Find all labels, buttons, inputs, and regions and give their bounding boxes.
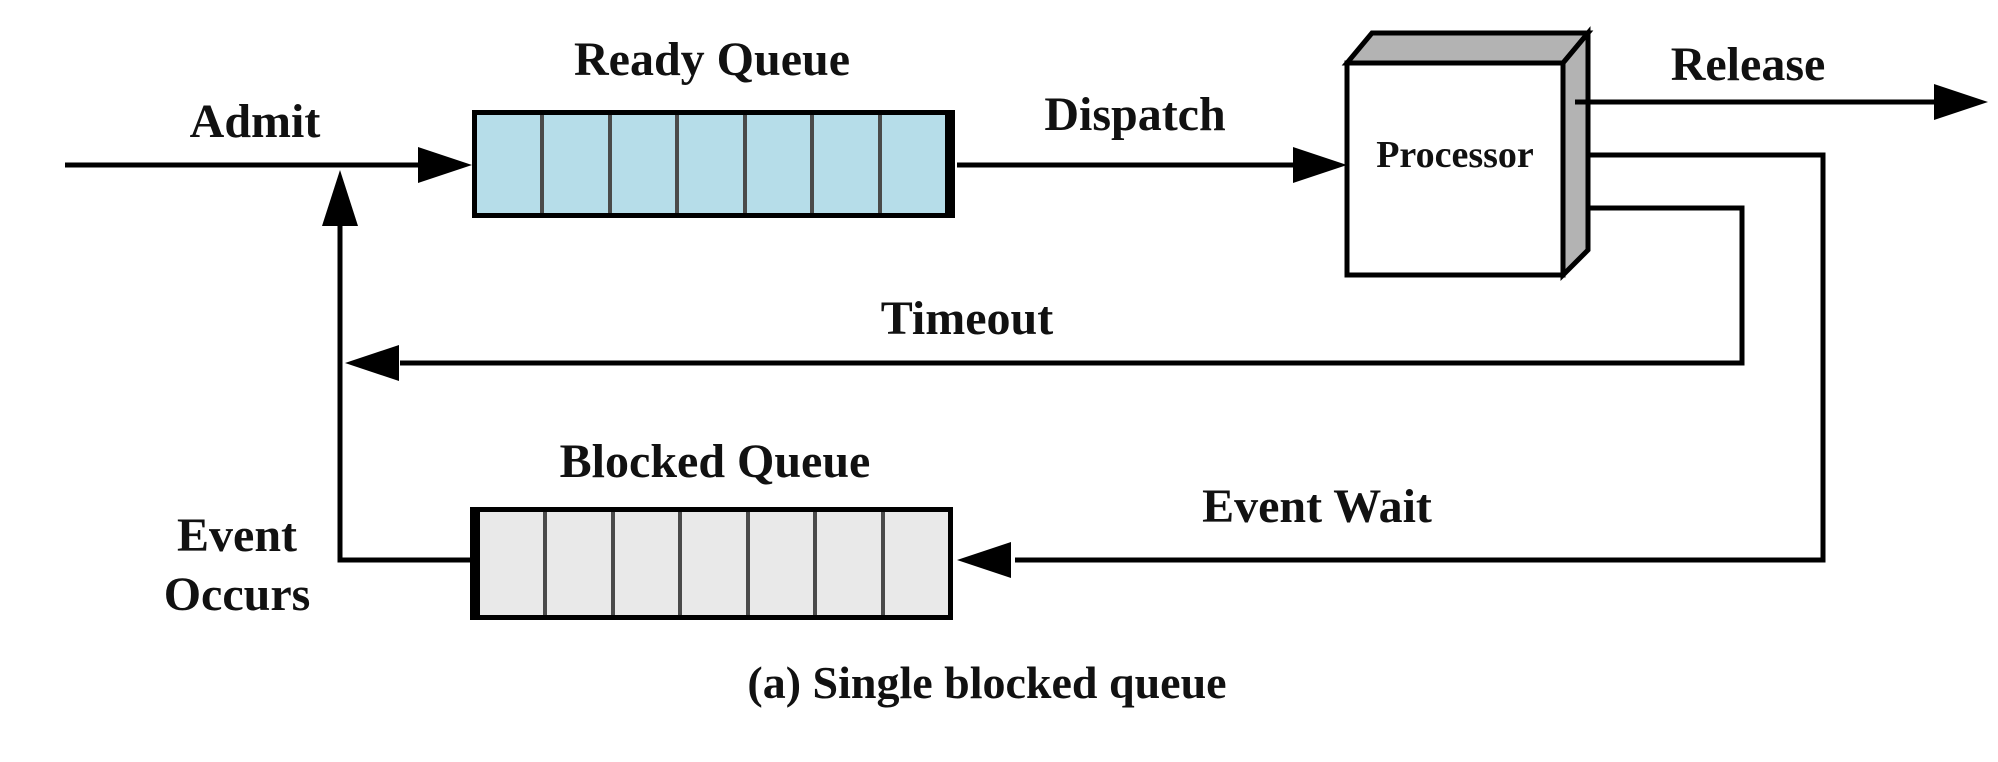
event-wait-path-line xyxy=(1015,152,1826,563)
blocked-queue-cell xyxy=(480,512,544,615)
processor-side-face xyxy=(1560,26,1591,282)
blocked-queue-cell xyxy=(745,512,814,615)
blocked-queue-cell xyxy=(880,512,948,615)
event-wait-label: Event Wait xyxy=(1202,480,1432,533)
release-label: Release xyxy=(1670,38,1826,91)
ready-queue-cell xyxy=(810,115,878,213)
figure-caption: (a) Single blocked queue xyxy=(747,657,1227,708)
release-arrowhead xyxy=(1934,84,1988,120)
dispatch-arrowhead xyxy=(1293,147,1347,183)
ready-queue-cell xyxy=(675,115,743,213)
ready-queue-cell xyxy=(477,115,541,213)
ready-queue-box xyxy=(472,110,955,218)
ready-queue-cell xyxy=(540,115,608,213)
blocked-queue-cell xyxy=(813,512,881,615)
event-wait-arrowhead xyxy=(957,542,1011,578)
timeout-arrowhead xyxy=(345,345,399,381)
blocked-queue-cell xyxy=(610,512,679,615)
event-occurs-label: Event Occurs xyxy=(163,509,311,621)
admit-arrowhead xyxy=(418,147,472,183)
timeout-label: Timeout xyxy=(880,292,1054,345)
blocked-queue-box xyxy=(470,507,953,620)
ready-queue-cells xyxy=(477,115,945,213)
ready-queue-label: Ready Queue xyxy=(574,33,850,86)
blocked-queue-cell xyxy=(678,512,746,615)
timeout-path-line xyxy=(400,205,1745,366)
processor-top-face xyxy=(1341,30,1594,66)
processor-front-face xyxy=(1344,60,1566,278)
blocked-queue-label: Blocked Queue xyxy=(559,435,871,488)
ready-queue-cell xyxy=(742,115,811,213)
blocked-queue-cells xyxy=(480,512,948,615)
blocked-queue-cell xyxy=(543,512,611,615)
event-occurs-arrowhead xyxy=(322,170,358,226)
dispatch-label: Dispatch xyxy=(1044,88,1226,141)
event-occurs-feedback-line xyxy=(337,186,470,563)
ready-queue-cell xyxy=(877,115,945,213)
admit-label: Admit xyxy=(189,95,321,148)
processor-label: Processor xyxy=(1376,134,1534,176)
ready-queue-cell xyxy=(607,115,676,213)
